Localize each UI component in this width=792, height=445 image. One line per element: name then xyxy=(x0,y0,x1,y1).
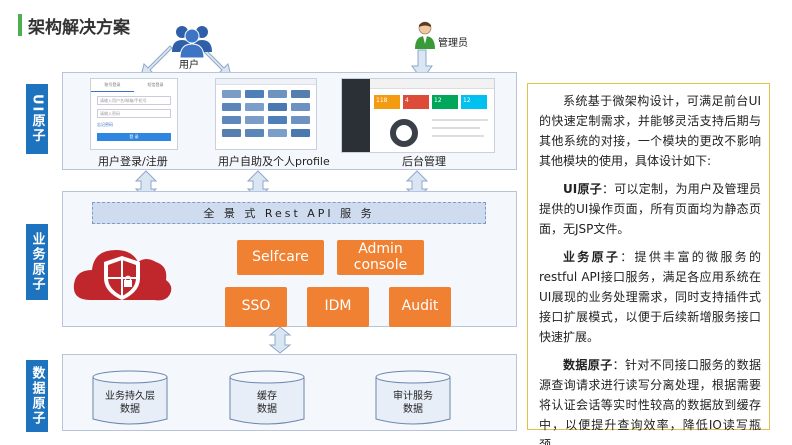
description-panel: 系统基于微架构设计，可满足前台UI的快速定制需求，并能够灵活支持后期与其他系统的… xyxy=(527,83,770,445)
description-data: 数据原子：针对不同接口服务的数据源查询请求进行读写分离处理，根据需要将认证会话等… xyxy=(539,355,761,445)
user-group-icon xyxy=(172,26,212,59)
title-accent-bar xyxy=(18,14,22,36)
service-audit: Audit xyxy=(389,287,451,327)
database-label-line1: 业务持久层 xyxy=(105,391,155,402)
screen-caption-admin: 后台管理 xyxy=(402,155,446,168)
login-username-field: 请输入用户名/邮箱/手机号 xyxy=(97,96,171,105)
description-data-title: 数据原子 xyxy=(563,358,613,372)
description-ui-text: ：可以定制，为用户及管理员提供的UI操作页面，所有页面均为静态页面，无JSP文件… xyxy=(539,182,761,236)
screen-caption-selfcare: 用户自助及个人profile xyxy=(218,155,330,168)
admin-tile-4: 12 xyxy=(461,95,487,109)
database-label-line1: 缓存 xyxy=(257,391,277,402)
service-admin-console: Admin console xyxy=(337,240,424,275)
description-data-text: ：针对不同接口服务的数据源查询请求进行读写分离处理，根据需要将认证会话等实时性较… xyxy=(539,358,761,445)
layer-label-business: 业务原子 xyxy=(26,224,48,300)
rest-api-bar: 全 景 式 Rest API 服 务 xyxy=(92,202,486,224)
admin-screen-thumbnail: 118 4 12 12 xyxy=(341,78,495,153)
screen-caption-login: 用户登录/注册 xyxy=(98,155,168,168)
user-label: 用户 xyxy=(179,60,199,71)
business-data-arrow xyxy=(268,326,292,354)
description-intro: 系统基于微架构设计，可满足前台UI的快速定制需求，并能够灵活支持后期与其他系统的… xyxy=(539,94,761,168)
description-business-title: 业务原子 xyxy=(563,250,621,264)
service-sso: SSO xyxy=(225,287,287,327)
description-business: 业务原子：提供丰富的微服务的restful API接口服务，满足各应用系统在UI… xyxy=(539,247,761,347)
service-idm: IDM xyxy=(307,287,369,327)
description-ui: UI原子：可以定制，为用户及管理员提供的UI操作页面，所有页面均为静态页面，无J… xyxy=(539,179,761,239)
admin-actor xyxy=(413,20,437,50)
description-business-text: ：提供丰富的微服务的restful API接口服务，满足各应用系统在UI展现的业… xyxy=(539,250,761,344)
admin-console-line2: console xyxy=(353,256,408,273)
database-cache: 缓存 数据 xyxy=(228,369,306,427)
security-cloud xyxy=(70,238,175,310)
admin-donut-chart xyxy=(390,119,418,147)
database-label-line2: 数据 xyxy=(120,403,140,415)
database-audit: 审计服务 数据 xyxy=(374,369,452,427)
database-label-line2: 数据 xyxy=(257,403,277,415)
admin-tile-2: 4 xyxy=(403,95,429,109)
page-title: 架构解决方案 xyxy=(28,18,130,38)
layer-label-ui: UI原子 xyxy=(26,84,48,154)
database-cylinder-icon xyxy=(375,370,451,425)
login-tab-account: 账号登录 xyxy=(91,79,134,92)
service-selfcare: Selfcare xyxy=(237,240,324,275)
admin-console-line1: Admin xyxy=(358,241,403,258)
cloud-shield-icon xyxy=(73,250,172,301)
app-tile-grid xyxy=(216,85,316,142)
description-ui-title: UI原子 xyxy=(563,182,602,196)
admin-tile-3: 12 xyxy=(432,95,458,109)
database-cylinder-icon xyxy=(229,370,305,425)
login-tab-sms: 短信登录 xyxy=(147,82,164,87)
admin-tile-1: 118 xyxy=(374,95,400,109)
login-forgot-link: 忘记密码 xyxy=(97,122,113,127)
login-screen-thumbnail: 账号登录 短信登录 请输入用户名/邮箱/手机号 请输入密码 忘记密码 登 录 xyxy=(90,78,178,150)
login-password-field: 请输入密码 xyxy=(97,109,171,118)
database-label-line2: 数据 xyxy=(403,403,423,415)
database-label-line1: 审计服务 xyxy=(393,391,433,402)
admin-icon xyxy=(415,21,435,49)
database-business-persistence: 业务持久层 数据 xyxy=(91,369,169,427)
admin-label: 管理员 xyxy=(438,38,468,49)
database-cylinder-icon xyxy=(92,370,168,425)
login-submit-button: 登 录 xyxy=(97,133,171,141)
layer-label-data: 数据原子 xyxy=(26,360,48,432)
selfcare-screen-thumbnail xyxy=(215,78,317,150)
user-actor xyxy=(168,22,216,62)
